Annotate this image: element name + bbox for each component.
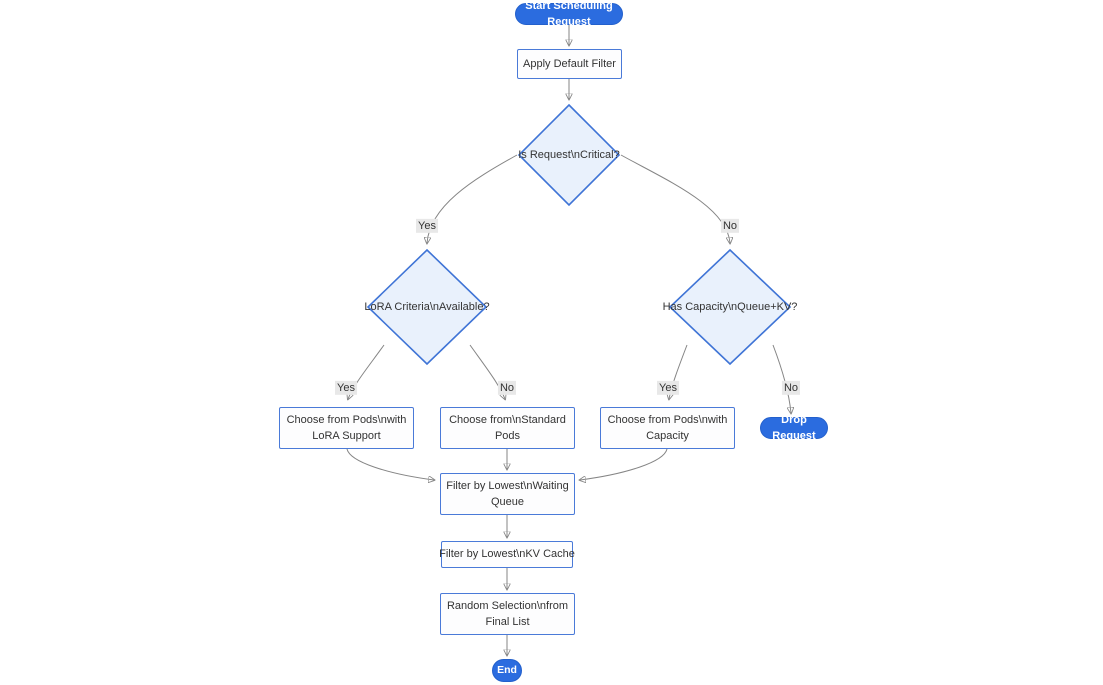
edge-capacitypods-to-filter <box>580 448 668 480</box>
diamond-shape <box>668 248 792 366</box>
node-start: Start Scheduling Request <box>515 0 623 28</box>
node-has-capacity: Has Capacity\nQueue+KV? <box>663 248 797 366</box>
edge-label-lora-yes: Yes <box>335 380 357 396</box>
node-is-critical: Is Request\nCritical? <box>517 103 621 207</box>
node-lora-available: LoRA Criteria\nAvailable? <box>364 248 490 366</box>
node-label: End <box>497 663 517 676</box>
node-choose-lora-pods: Choose from Pods\nwith LoRA Support <box>279 407 414 449</box>
edge-label-capacity-no: No <box>781 380 801 396</box>
edge-label-critical-yes: Yes <box>416 218 438 234</box>
edge-label-lora-no: No <box>497 380 517 396</box>
node-random-selection: Random Selection\nfrom Final List <box>440 593 575 635</box>
edge-critical-no <box>620 154 730 243</box>
node-label: Choose from Pods\nwith LoRA Support <box>286 413 407 443</box>
node-apply-default-filter: Apply Default Filter <box>517 49 622 79</box>
node-filter-waiting-queue: Filter by Lowest\nWaiting Queue <box>440 473 575 515</box>
node-label: Random Selection\nfrom Final List <box>446 599 569 629</box>
edge-lorapods-to-filter <box>346 448 434 480</box>
node-choose-capacity-pods: Choose from Pods\nwith Capacity <box>600 407 735 449</box>
node-label: LoRA Criteria\nAvailable? <box>364 300 490 313</box>
node-label: Is Request\nCritical? <box>518 148 620 161</box>
node-label: Filter by Lowest\nKV Cache <box>439 548 575 561</box>
node-label: Filter by Lowest\nWaiting Queue <box>446 479 569 509</box>
node-label: Choose from Pods\nwith Capacity <box>607 413 728 443</box>
node-choose-standard-pods: Choose from\nStandard Pods <box>440 407 575 449</box>
node-label: Start Scheduling Request <box>525 0 613 28</box>
edge-capacity-no <box>772 344 791 413</box>
diamond-shape <box>366 248 488 366</box>
node-drop-request: Drop Request <box>760 414 828 442</box>
node-label: Choose from\nStandard Pods <box>449 413 566 443</box>
node-label: Apply Default Filter <box>523 57 616 70</box>
edge-label-critical-no: No <box>720 218 740 234</box>
node-label: Drop Request <box>772 413 816 443</box>
edge-label-capacity-yes: Yes <box>657 380 679 396</box>
node-end: End <box>492 659 522 682</box>
edge-critical-yes <box>427 154 518 243</box>
diamond-shape <box>517 103 621 207</box>
node-filter-kv-cache: Filter by Lowest\nKV Cache <box>439 541 575 568</box>
node-label: Has Capacity\nQueue+KV? <box>662 300 798 313</box>
